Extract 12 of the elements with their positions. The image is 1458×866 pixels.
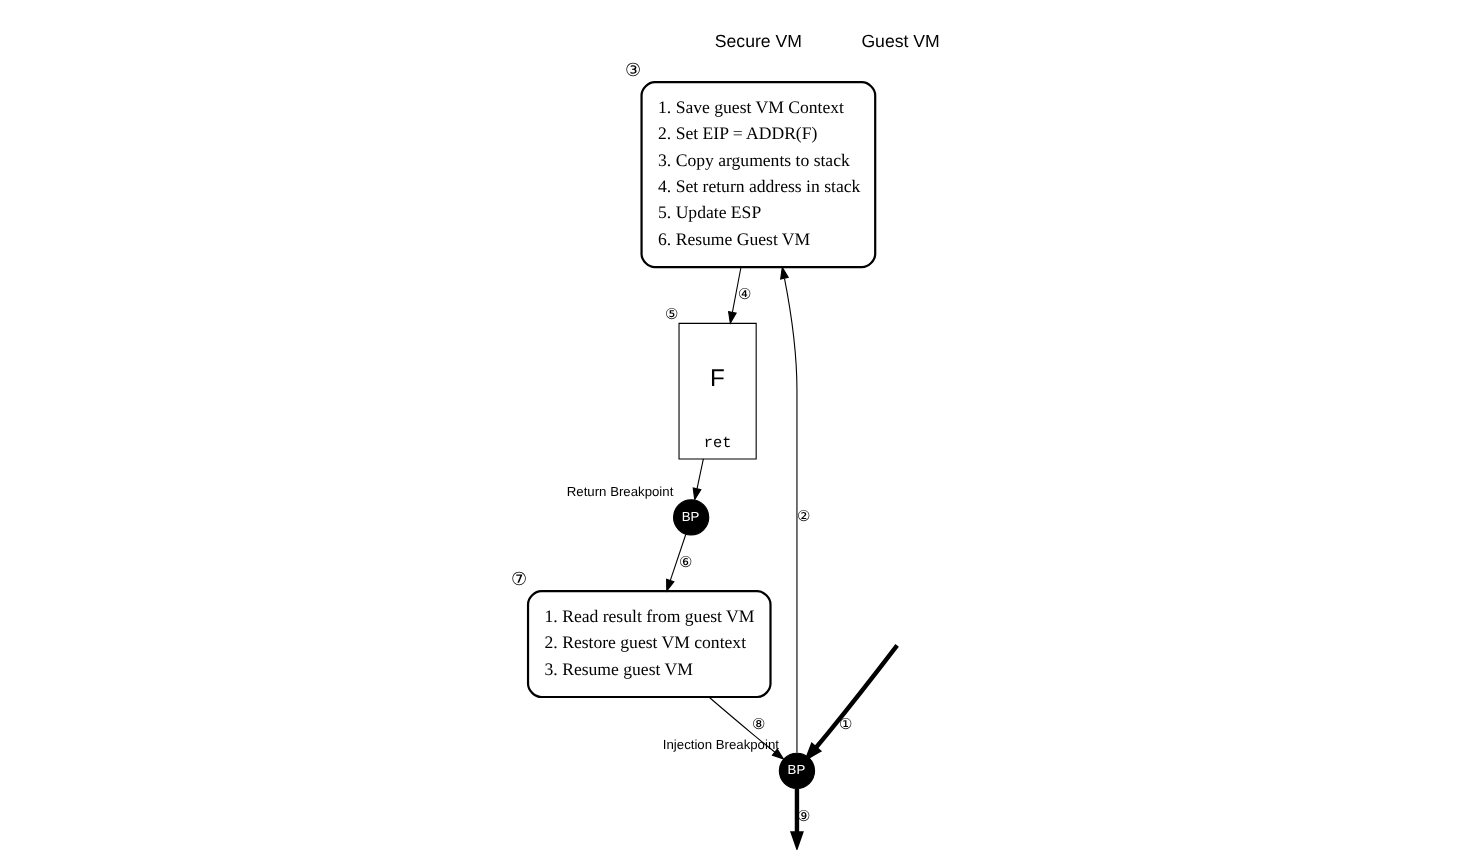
node-label: ③ (623, 59, 640, 80)
node-box: 1. Read result from guest VM 2. Restore guest VM context 3. Resume guest VM (525, 589, 771, 698)
node-box: 1. Save guest VM Context 2. Set EIP = ADDR(F) 3. Copy arguments to stack 4. Set return address in stack 5. Update ESP 6. Resume Guest VM (639, 79, 876, 268)
arrow (726, 265, 741, 324)
arrow (665, 532, 686, 592)
node-label: ⑦ (510, 568, 527, 589)
label: Guest VM (860, 29, 939, 50)
arrow (691, 457, 703, 501)
arrow (779, 264, 797, 753)
arrow (802, 643, 898, 761)
label: Secure VM (713, 29, 801, 50)
arrow (789, 787, 803, 849)
